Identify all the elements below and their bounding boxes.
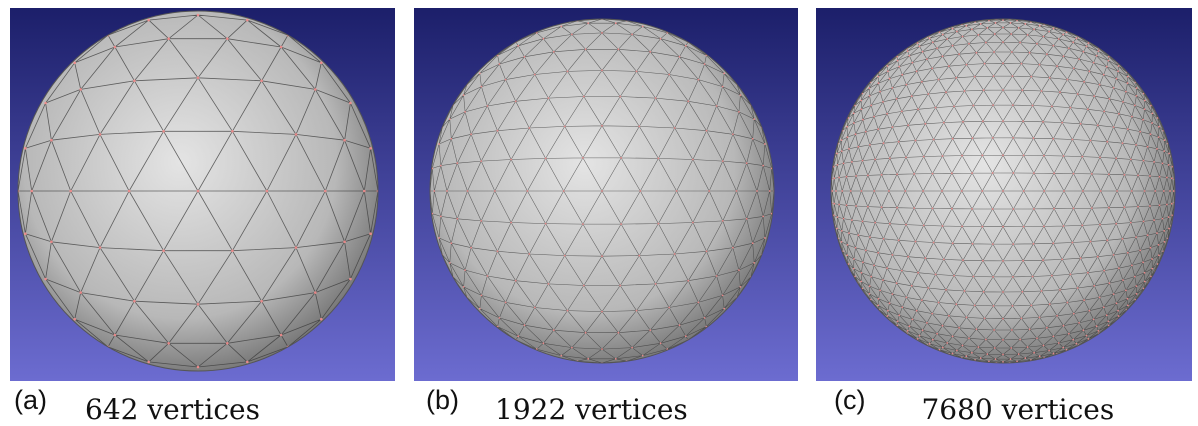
vertex-count-b: 1922 vertices (495, 393, 688, 426)
panel-letter-b: (b) (426, 385, 459, 415)
vertex-count-c: 7680 vertices (921, 393, 1115, 426)
panel-letter-c: (c) (834, 385, 866, 415)
caption-a: (a) 642 vertices (14, 385, 260, 426)
sphere-outline (17, 10, 379, 372)
sphere-mesh-c (816, 8, 1192, 381)
panel-letter-a: (a) (14, 385, 47, 415)
caption-c: (c) 7680 vertices (834, 385, 1115, 426)
sphere-outline (429, 18, 775, 364)
panel-b (414, 8, 798, 381)
mesh-wireframe (430, 19, 774, 363)
mesh-wireframe (18, 13, 378, 369)
panel-c (816, 8, 1192, 381)
vertex-count-a: 642 vertices (85, 393, 260, 426)
caption-b: (b) 1922 vertices (426, 385, 688, 426)
sphere-mesh-a (10, 8, 395, 381)
sphere-outline (830, 18, 1176, 364)
panel-a (10, 8, 395, 381)
sphere-mesh-b (414, 8, 798, 381)
